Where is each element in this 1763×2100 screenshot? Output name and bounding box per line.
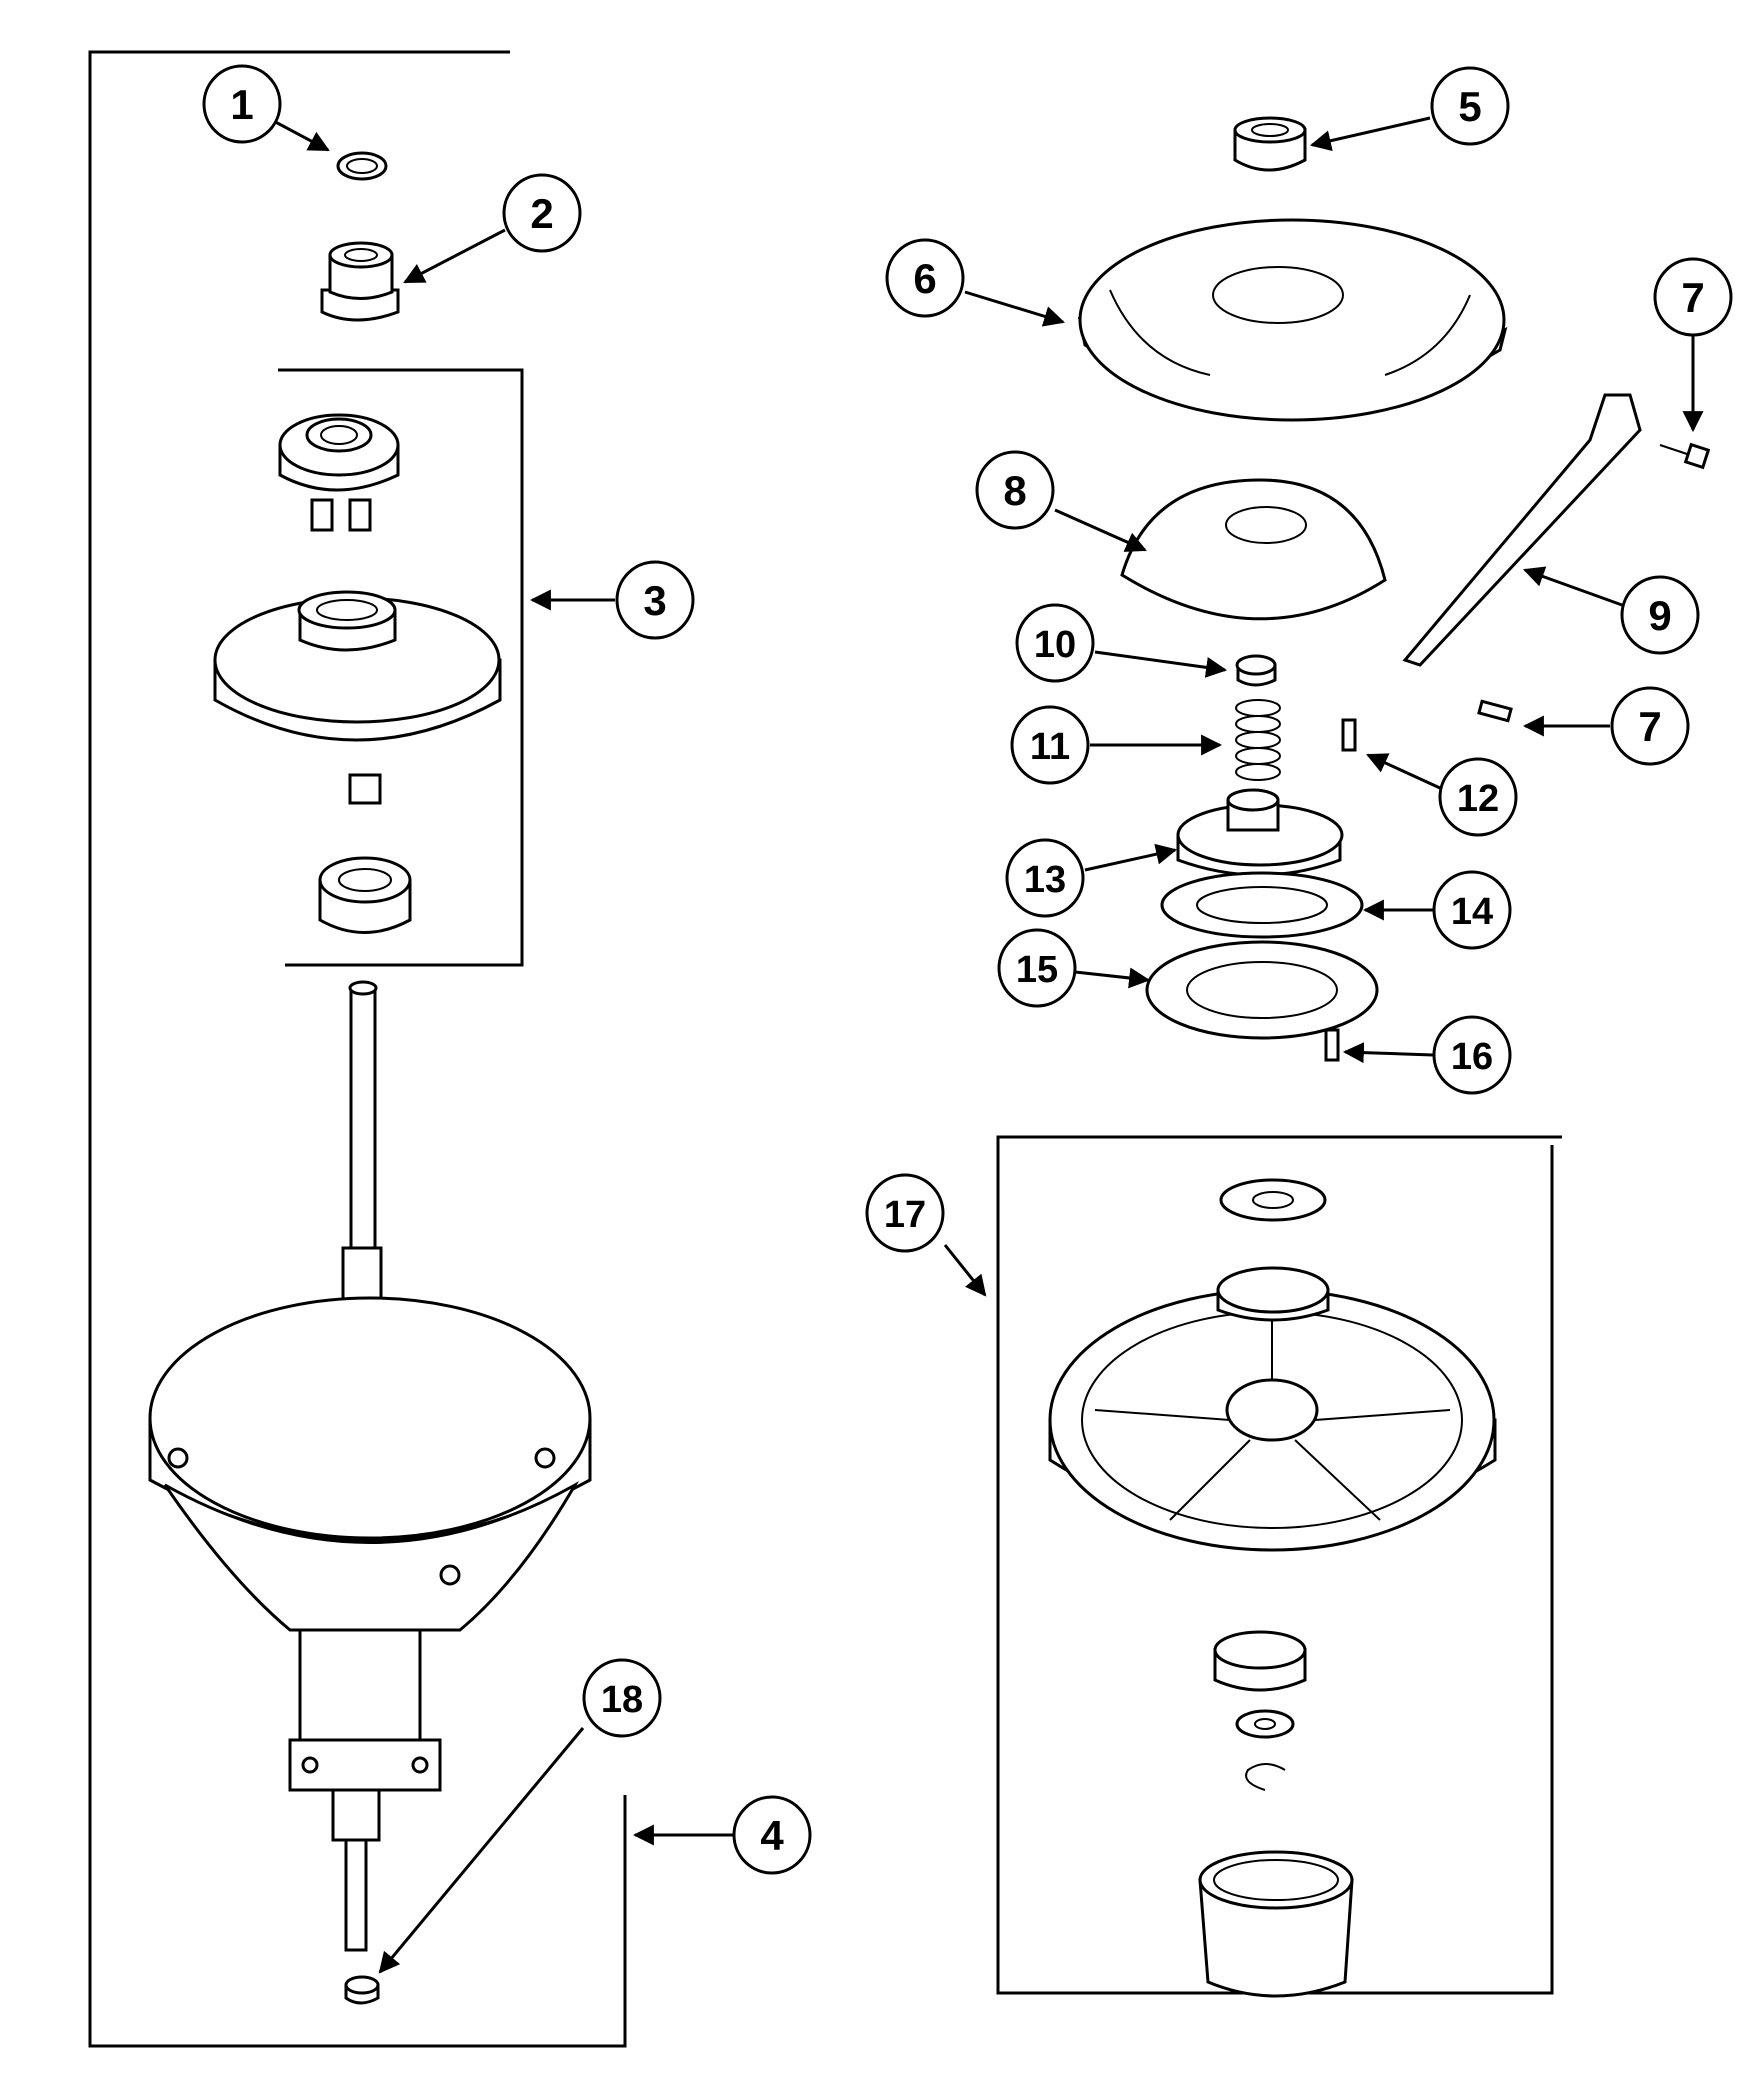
- part-1-o-ring: [336, 151, 388, 181]
- bracket-assembly-4: [88, 50, 627, 2048]
- callout-13: 13: [1005, 838, 1085, 918]
- callout-9: 9: [1620, 575, 1700, 655]
- callout-2: 2: [502, 173, 582, 253]
- part-3-upper-hub: [278, 413, 400, 532]
- callout-3: 3: [615, 560, 695, 640]
- callout-7-bottom-label: 7: [1638, 703, 1661, 750]
- callout-4-label: 4: [760, 1812, 784, 1859]
- part-7-screw-top: [1659, 442, 1711, 470]
- leader-lines: [267, 116, 1704, 1974]
- part-12-screw: [1341, 718, 1357, 752]
- callout-5-label: 5: [1458, 83, 1481, 130]
- part-15-base-plate: [1145, 940, 1379, 1040]
- callout-14-label: 14: [1451, 891, 1493, 933]
- callout-15: 15: [997, 928, 1077, 1008]
- callout-11: 11: [1010, 705, 1090, 785]
- part-9-lever: [1402, 393, 1642, 667]
- part-13-clutch: [1176, 788, 1344, 877]
- part-3-mounting-plate: [213, 590, 502, 805]
- bracket-assembly-17: [996, 1135, 1562, 1995]
- part-17-cam-clutch: [1213, 1630, 1307, 1692]
- part-2-coupling-nut: [320, 241, 400, 322]
- part-17-pulley: [1048, 1266, 1497, 1552]
- part-6-cover: [1077, 218, 1508, 422]
- callout-3-label: 3: [643, 577, 666, 624]
- callout-12-label: 12: [1457, 778, 1499, 820]
- callout-1-label: 1: [230, 81, 253, 128]
- callout-2-label: 2: [530, 190, 553, 237]
- callout-7-top-label: 7: [1681, 274, 1704, 321]
- bracket-assembly-3: [278, 368, 524, 967]
- callout-12: 12: [1438, 757, 1518, 837]
- callout-10-label: 10: [1034, 624, 1076, 666]
- callout-15-label: 15: [1016, 949, 1058, 991]
- callout-6: 6: [885, 238, 965, 318]
- part-5-cap: [1233, 116, 1307, 172]
- callout-18-label: 18: [601, 1679, 643, 1721]
- part-17-e-clip: [1245, 1763, 1286, 1791]
- callout-5: 5: [1430, 66, 1510, 146]
- callout-4: 4: [732, 1795, 812, 1875]
- callout-17-label: 17: [884, 1194, 926, 1236]
- callout-7-bottom: 7: [1610, 686, 1690, 766]
- callout-11-label: 11: [1030, 726, 1070, 768]
- part-14-ring: [1160, 871, 1364, 939]
- part-16-screw: [1324, 1028, 1340, 1062]
- part-11-spring: [1235, 699, 1281, 781]
- part-18-nut: [344, 1975, 380, 2005]
- part-17-washer: [1219, 1178, 1327, 1222]
- part-7-screw-bottom: [1477, 699, 1513, 723]
- callout-16-label: 16: [1451, 1036, 1493, 1078]
- callout-8: 8: [975, 450, 1055, 530]
- part-8-cam: [1120, 478, 1387, 621]
- callout-14: 14: [1432, 870, 1512, 950]
- part-10-bushing: [1235, 654, 1277, 687]
- callout-8-label: 8: [1003, 467, 1026, 514]
- part-3-bearing: [318, 856, 412, 934]
- callout-9-label: 9: [1648, 592, 1671, 639]
- callout-16: 16: [1432, 1015, 1512, 1095]
- callout-1: 1: [202, 64, 282, 144]
- part-17-cup: [1198, 1850, 1354, 1998]
- callout-17: 17: [865, 1173, 945, 1253]
- callout-10: 10: [1015, 603, 1095, 683]
- part-17-small-washer: [1235, 1709, 1295, 1739]
- callout-6-label: 6: [913, 255, 936, 302]
- part-4-transmission: [148, 980, 592, 1952]
- callout-7-top: 7: [1653, 257, 1733, 337]
- callout-13-label: 13: [1024, 859, 1066, 901]
- callout-18: 18: [582, 1658, 662, 1738]
